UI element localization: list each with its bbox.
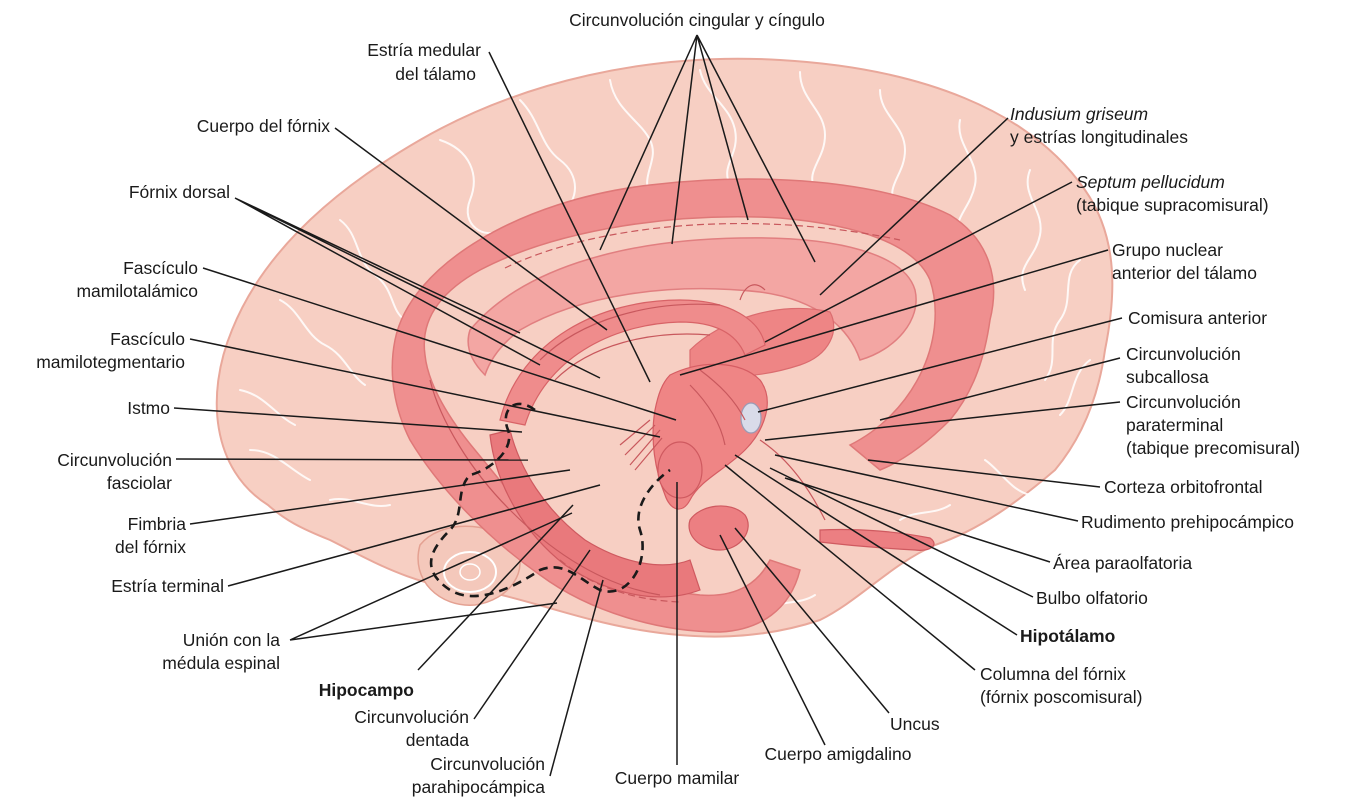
label-cuerpo-amigdalino: Cuerpo amigdalino [765,744,912,764]
label-estria-medular: Estría medular [367,40,481,60]
label-circ-parahipo: Circunvolución [430,754,545,774]
label-corteza-orbitofrontal: Corteza orbitofrontal [1104,477,1263,497]
label-grupo-nuclear-2: anterior del tálamo [1112,263,1257,283]
label-bulbo-olfatorio: Bulbo olfatorio [1036,588,1148,608]
label-union: Unión con la [183,630,281,650]
label-circ-parahipo-2: parahipocámpica [412,777,546,797]
label-fimbria-2: del fórnix [115,537,186,557]
mamillary-body [658,442,702,498]
label-indusium-2: y estrías longitudinales [1010,127,1188,147]
label-circ-dentada-2: dentada [406,730,470,750]
amygdala-uncus [689,506,748,550]
label-grupo-nuclear: Grupo nuclear [1112,240,1223,260]
label-cuerpo-mamilar: Cuerpo mamilar [615,768,740,788]
label-istmo: Istmo [127,398,170,418]
label-circ-paraterminal-3: (tabique precomisural) [1126,438,1300,458]
label-septum: Septum pellucidum [1076,172,1225,192]
label-fimbria: Fimbria [128,514,187,534]
label-indusium: Indusium griseum [1010,104,1148,124]
label-circ-fasciolar: Circunvolución [57,450,172,470]
label-circ-paraterminal: Circunvolución [1126,392,1241,412]
label-hipocampo: Hipocampo [319,680,414,700]
label-circ-subcallosa: Circunvolución [1126,344,1241,364]
label-circ-subcallosa-2: subcallosa [1126,367,1209,387]
label-union-2: médula espinal [162,653,280,673]
label-rudimento: Rudimento prehipocámpico [1081,512,1294,532]
label-circ-fasciolar-2: fasciolar [107,473,172,493]
label-area-paraolfatoria: Área paraolfatoria [1053,553,1192,573]
label-cingular: Circunvolución cingular y cíngulo [569,10,825,30]
label-estria-medular-2: del tálamo [395,64,476,84]
label-fornix-dorsal: Fórnix dorsal [129,182,230,202]
label-columna-fornix-2: (fórnix poscomisural) [980,687,1142,707]
label-circ-paraterminal-2: paraterminal [1126,415,1223,435]
label-fasc-mamilotegmentario: Fascículo [110,329,185,349]
label-cuerpo-fornix: Cuerpo del fórnix [197,116,331,136]
label-estria-terminal: Estría terminal [111,576,224,596]
label-fasc-mamilotalamico-2: mamilotalámico [76,281,198,301]
label-columna-fornix: Columna del fórnix [980,664,1126,684]
label-comisura-anterior: Comisura anterior [1128,308,1267,328]
label-hipotalamo: Hipotálamo [1020,626,1115,646]
label-circ-dentada: Circunvolución [354,707,469,727]
label-fasc-mamilotegmentario-2: mamilotegmentario [36,352,185,372]
label-septum-2: (tabique supracomisural) [1076,195,1269,215]
label-fasc-mamilotalamico: Fascículo [123,258,198,278]
label-uncus: Uncus [890,714,940,734]
